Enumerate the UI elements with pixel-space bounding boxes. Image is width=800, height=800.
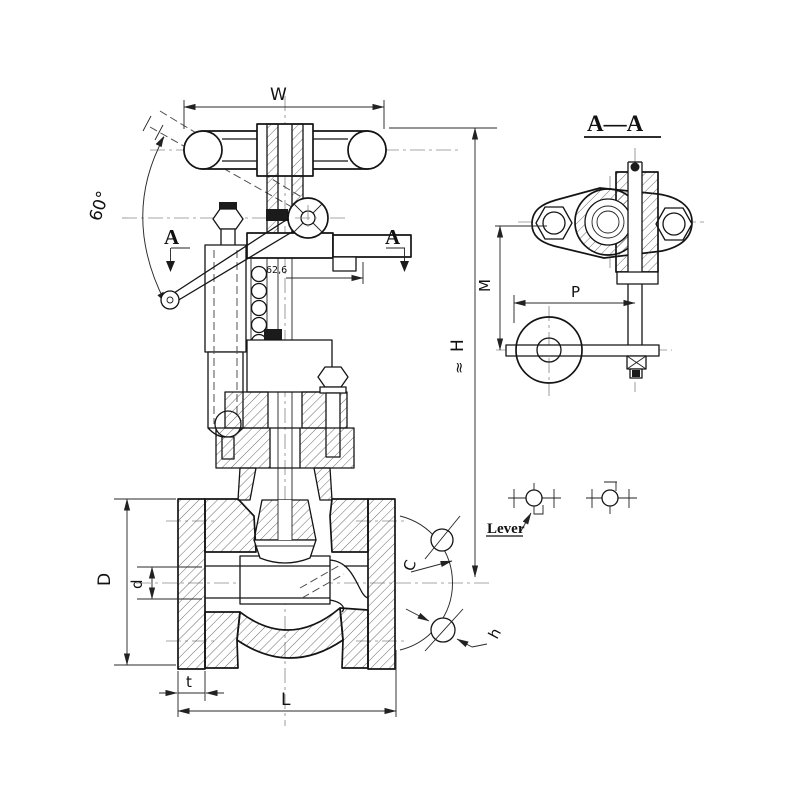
lever-position-symbols: Lever [486, 481, 637, 537]
left-flange [177, 498, 206, 670]
lever-arm [160, 208, 304, 310]
dim-label-offset: 62,6 [266, 265, 287, 276]
dim-label-L: L [281, 690, 291, 710]
dim-label-P: P [571, 283, 580, 301]
angle-label: 60° [86, 189, 114, 224]
dim-p: P [513, 283, 636, 323]
section-stem-pin [630, 162, 640, 172]
dim-offset: 62,6 [266, 262, 364, 284]
dim-label-h: h [485, 625, 505, 642]
dim-flange-thickness: t [159, 671, 224, 717]
dim-label-h-approx: ≈ [450, 361, 468, 374]
lever-symbol-closed [508, 483, 561, 515]
pivot-hub [287, 197, 329, 239]
dim-label-h: H [448, 339, 468, 352]
dim-label-C: C [400, 558, 420, 574]
dim-w: W [183, 85, 385, 129]
section-skirt [616, 271, 659, 285]
section-view-aa: A—A M P [476, 111, 704, 396]
dim-label-t: t [186, 673, 192, 691]
bonnet [215, 329, 355, 501]
disc-assembly [253, 499, 317, 564]
section-arrow-left: A [164, 225, 190, 272]
section-stem-nut [626, 355, 647, 379]
right-flange [367, 498, 396, 670]
section-arrow-right: A [385, 225, 409, 272]
section-counterweight [515, 316, 583, 384]
section-label-a-right: A [385, 225, 401, 249]
dim-label-D: D [95, 573, 115, 586]
handwheel [183, 123, 387, 177]
swing-arc: 60° [86, 136, 166, 303]
dim-bore: d [128, 566, 202, 600]
lever-symbol-open [586, 481, 637, 514]
section-label-a-left: A [164, 225, 180, 249]
dim-label-d: d [128, 579, 146, 589]
dim-label-M: M [476, 279, 494, 292]
main-view: 60° [86, 85, 505, 726]
dim-m: M [476, 225, 547, 351]
lever-note-label: Lever [487, 521, 525, 537]
body-belly [236, 607, 344, 659]
lever-callout: Lever [486, 512, 532, 537]
section-title: A—A [587, 111, 644, 136]
dim-label-w: W [270, 85, 287, 105]
dim-h: H ≈ [389, 127, 497, 578]
dim-flange-od: D [95, 498, 176, 666]
dim-face-to-face: L [177, 650, 397, 717]
